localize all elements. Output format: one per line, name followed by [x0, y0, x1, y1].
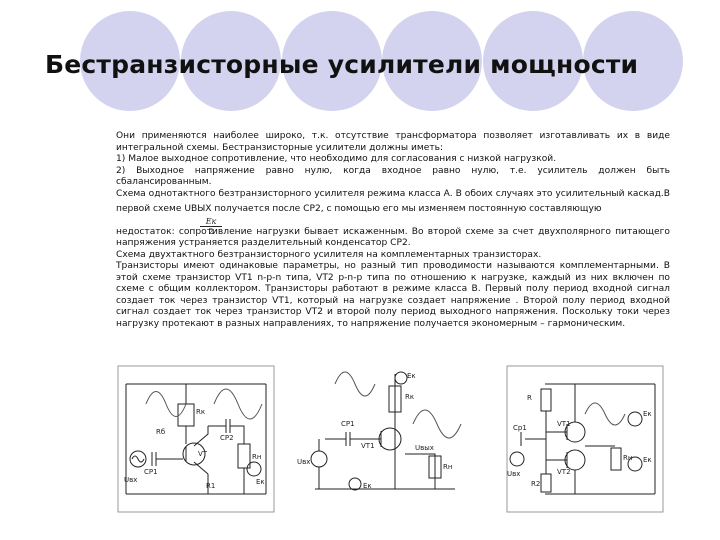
body-text: Они применяются наиболее широко, т.к. от…: [116, 131, 670, 330]
circuit-diagram-1: Rк Rб CР1 CР2 VT Rн Uвх Eк R1: [117, 365, 275, 513]
d2-label-cr1: CР1: [341, 420, 355, 428]
decor-circle-4: [382, 11, 482, 111]
d2-label-rk: Rк: [405, 393, 414, 401]
d2-label-uin: Uвх: [297, 458, 310, 466]
d2-label-vt1: VT1: [361, 442, 375, 450]
class-a-text: Схема однотактного безтранзисторного уси…: [116, 188, 670, 215]
decor-circle-2: [181, 11, 281, 111]
d3-label-r2: R2: [531, 480, 540, 488]
paragraph-drawback: недостаток: сопротивление нагрузки бывае…: [116, 226, 670, 249]
d1-label-rn: Rн: [252, 453, 261, 461]
d3-label-vt1: VT1: [557, 420, 571, 428]
paragraph-intro: Они применяются наиболее широко, т.к. от…: [116, 131, 670, 153]
d1-label-rb: Rб: [156, 428, 165, 436]
decor-circle-5: [483, 11, 583, 111]
paragraph-transistors: Транзисторы имеют одинаковые параметры, …: [116, 261, 670, 329]
paragraph-item-2: 2) Выходное напряжение равно нулю, когда…: [116, 165, 670, 188]
d1-label-vt: VT: [198, 450, 208, 458]
d1-label-r1: R1: [206, 482, 215, 490]
paragraph-item-1: 1) Малое выходное сопротивление, что нео…: [116, 154, 557, 164]
d1-label-uin: Uвх: [124, 476, 137, 484]
d1-label-cr1: CР1: [144, 468, 158, 476]
d3-label-ek-top: Eк: [643, 410, 652, 418]
paragraph-class-a: Схема однотактного безтранзисторного уси…: [116, 189, 670, 216]
formula-fraction: Eк 2: [200, 217, 222, 236]
circuit-diagram-2: Rк Eк CР1 VT1 Rн Uвых Uвх Eк: [297, 371, 462, 491]
d3-label-vt2: VT2: [557, 468, 571, 476]
decor-circle-3: [282, 11, 382, 111]
decor-circle-6: [583, 11, 683, 111]
d2-label-ek-top: Eк: [407, 372, 416, 380]
d3-label-ek-bottom: Eк: [643, 456, 652, 464]
paragraph-push-pull: Схема двухтактного безтранзисторного уси…: [116, 249, 542, 260]
d3-label-r: R: [527, 394, 532, 402]
decor-circle-1: [80, 11, 180, 111]
d1-label-rk: Rк: [196, 408, 205, 416]
fraction-numerator: Eк: [200, 217, 222, 227]
circuit-diagram-3: R VT1 VT2 Cр1 Rн Uвх R2 Eк Eк: [506, 365, 664, 513]
slide-title: Бестранзисторные усилители мощности: [45, 50, 639, 79]
fraction-denominator: 2: [208, 227, 214, 236]
d2-label-rn: Rн: [443, 463, 452, 471]
d3-label-cr1: Cр1: [513, 424, 527, 432]
d1-label-ek: Eк: [256, 478, 265, 486]
d2-label-uout: Uвых: [415, 444, 434, 452]
d1-label-cr2: CР2: [220, 434, 234, 442]
d3-label-rn: Rн: [623, 454, 632, 462]
d3-label-uin: Uвх: [507, 470, 520, 478]
d2-label-ek-bottom: Eк: [363, 482, 372, 490]
